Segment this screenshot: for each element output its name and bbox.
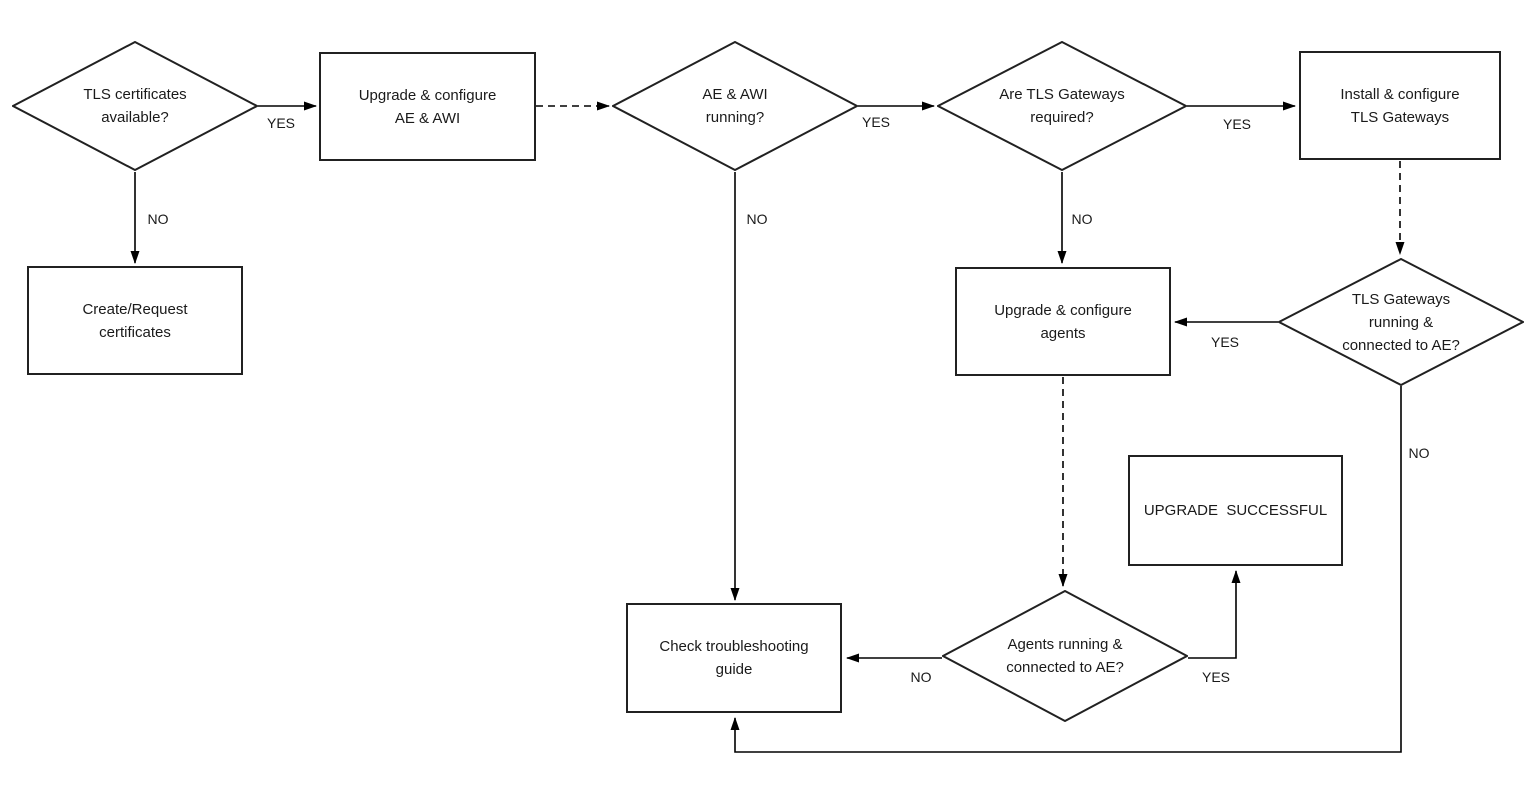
edge-label-ae-awi-no: NO [746,211,768,227]
edge-label-gw-required-no: NO [1071,211,1093,227]
process-check-troubleshooting-guide: Check troubleshooting guide [626,603,842,713]
node-label: Upgrade & configure AE & AWI [358,86,497,127]
diamond-shape [937,41,1187,171]
diamond-shape [612,41,858,171]
process-create-request-certificates: Create/Request certificates [27,266,243,375]
decision-ae-awi-running: AE & AWI running? [612,41,858,171]
edge-agents-yes [1188,570,1241,659]
process-upgrade-configure-ae-awi: Upgrade & configure AE & AWI [319,52,536,161]
diamond-shape [942,590,1188,722]
node-label: UPGRADE SUCCESSFUL [1143,502,1328,519]
diamond-shape [12,41,258,171]
edge-label-certs-yes: YES [266,115,296,131]
decision-tls-certificates-available: TLS certificates available? [12,41,258,171]
node-label: AE & AWI running? [702,86,768,126]
diamond-shape [1278,258,1524,386]
process-upgrade-configure-agents: Upgrade & configure agents [955,267,1171,376]
edge-label-ae-awi-yes: YES [861,114,891,130]
decision-tls-gateways-required: Are TLS Gateways required? [937,41,1187,171]
edge-label-agents-yes: YES [1201,669,1231,685]
decision-tls-gateways-running: TLS Gateways running & connected to AE? [1278,258,1524,386]
node-label: TLS Gateways running & connected to AE? [1342,290,1460,354]
node-label: Are TLS Gateways required? [999,86,1125,126]
process-install-configure-tls-gateways: Install & configure TLS Gateways [1299,51,1501,160]
terminal-upgrade-successful: UPGRADE SUCCESSFUL [1128,455,1343,566]
node-label: Upgrade & configure agents [994,301,1132,342]
edge-label-gw-running-no: NO [1408,445,1430,461]
edge-label-gw-required-yes: YES [1222,116,1252,132]
node-label: Check troubleshooting guide [659,638,809,678]
node-label: Agents running & connected to AE? [1006,636,1124,676]
edge-label-certs-no: NO [147,211,169,227]
edge-label-gw-running-yes: YES [1210,334,1240,350]
node-label: TLS certificates available? [83,86,187,126]
decision-agents-running: Agents running & connected to AE? [942,590,1188,722]
node-label: Create/Request certificates [82,300,188,341]
edge-label-agents-no: NO [910,669,932,685]
node-label: Install & configure TLS Gateways [1340,85,1460,126]
edge-gw-running-no-loop [730,386,1402,753]
